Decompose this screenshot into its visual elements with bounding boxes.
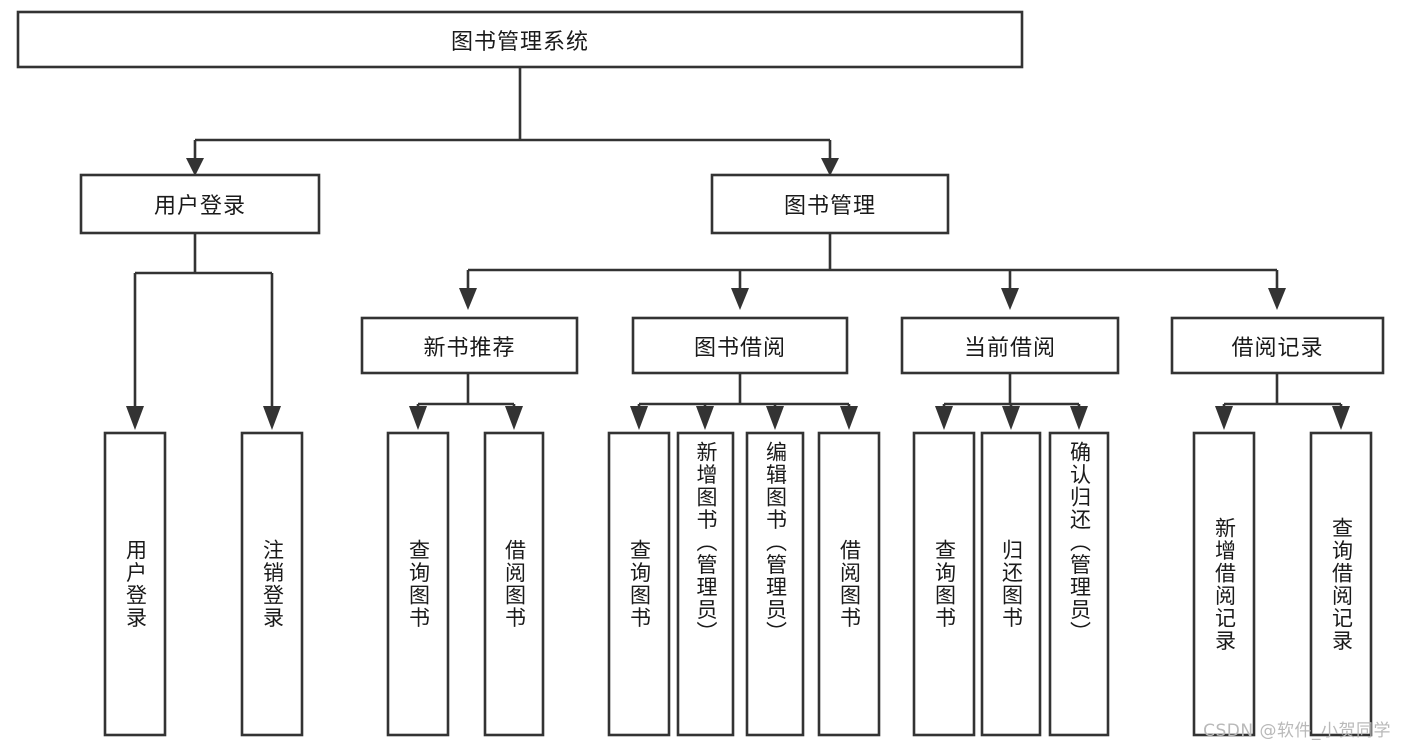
connector-group-book-borrow <box>630 373 858 430</box>
arrow-head-leaf-br-add <box>1215 406 1233 430</box>
node-leaf-br-query-record[interactable] <box>1309 431 1373 737</box>
arrow-head-leaf-bb-edit <box>766 406 784 430</box>
arrow-head-book-manage <box>821 158 839 176</box>
node-leaf-bb-edit-book[interactable] <box>745 431 805 737</box>
arrow-head-leaf-cb-return <box>1002 406 1020 430</box>
arrow-head-borrow-record <box>1268 288 1286 310</box>
arrow-head-leaf-bb-query <box>630 406 648 430</box>
arrow-head-new-book <box>459 288 477 310</box>
node-leaf-nb-query-book[interactable] <box>386 431 450 737</box>
connector-bookborrow-to-leaves <box>637 373 851 408</box>
connector-userlogin-to-leaves <box>133 233 274 406</box>
node-borrow-record[interactable] <box>1170 316 1385 375</box>
connector-newbook-to-leaves <box>416 373 516 408</box>
node-leaf-cb-confirm-return[interactable] <box>1048 431 1110 737</box>
arrow-head-leaf-user-login <box>126 406 144 430</box>
node-user-login[interactable] <box>79 173 321 235</box>
arrow-head-leaf-cb-query <box>935 406 953 430</box>
arrow-head-book-borrow <box>731 288 749 310</box>
arrow-head-leaf-cb-confirm <box>1070 406 1088 430</box>
node-leaf-br-add-record[interactable] <box>1192 431 1256 737</box>
arrow-head-leaf-logout <box>263 406 281 430</box>
connector-group-current-borrow <box>935 373 1088 430</box>
node-book-management[interactable] <box>710 173 950 235</box>
connector-group-new-book <box>409 373 523 430</box>
node-leaf-nb-borrow-book[interactable] <box>483 431 545 737</box>
connector-borrowrecord-to-leaves <box>1222 373 1343 408</box>
node-new-book-recommend[interactable] <box>360 316 579 375</box>
connector-bookmanage-to-level3 <box>466 233 1279 288</box>
arrow-head-leaf-nb-query <box>409 406 427 430</box>
connector-group-user-login <box>126 233 281 430</box>
arrow-head-leaf-br-query <box>1332 406 1350 430</box>
node-current-borrow[interactable] <box>900 316 1120 375</box>
connector-group-root <box>186 67 839 176</box>
arrow-head-user-login <box>186 158 204 176</box>
arrow-head-leaf-bb-add <box>696 406 714 430</box>
node-root-book-management-system[interactable] <box>16 10 1024 69</box>
node-leaf-bb-add-book[interactable] <box>676 431 735 737</box>
connector-root-to-level2 <box>193 67 832 158</box>
node-leaf-logout[interactable] <box>240 431 304 737</box>
node-leaf-user-login[interactable] <box>103 431 167 737</box>
connector-group-book-manage <box>459 233 1286 310</box>
arrow-head-current-borrow <box>1001 288 1019 310</box>
node-leaf-bb-query-book[interactable] <box>607 431 671 737</box>
arrow-head-leaf-nb-borrow <box>505 406 523 430</box>
node-book-borrow[interactable] <box>631 316 849 375</box>
node-leaf-bb-borrow-book[interactable] <box>817 431 881 737</box>
connector-group-borrow-record <box>1215 373 1350 430</box>
connector-currentborrow-to-leaves <box>942 373 1081 408</box>
node-leaf-cb-return-book[interactable] <box>980 431 1042 737</box>
arrow-head-leaf-bb-borrow <box>840 406 858 430</box>
node-leaf-cb-query-book[interactable] <box>912 431 976 737</box>
